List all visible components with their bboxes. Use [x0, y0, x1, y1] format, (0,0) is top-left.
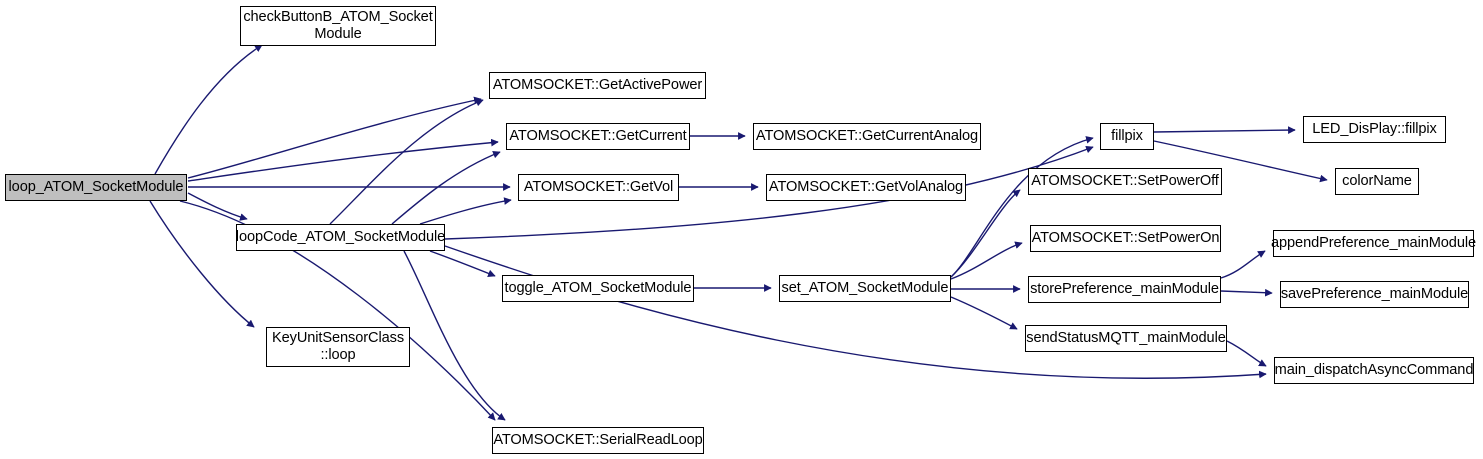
- node-loopCode[interactable]: loopCode_ATOM_SocketModule: [236, 224, 445, 251]
- node-getVol[interactable]: ATOMSOCKET::GetVol: [518, 174, 679, 201]
- node-serialReadLoop[interactable]: ATOMSOCKET::SerialReadLoop: [492, 427, 704, 454]
- node-getVolAnalog[interactable]: ATOMSOCKET::GetVolAnalog: [766, 174, 966, 201]
- edge-loopCode-to-getCurrent: [391, 151, 501, 225]
- edge-setModule-to-fillpix: [950, 136, 1094, 278]
- node-dispatchAsync[interactable]: main_dispatchAsyncCommand: [1274, 357, 1474, 384]
- edge-fillpix-to-ledFillpix: [1153, 126, 1296, 134]
- edge-loopCode-to-toggle: [429, 250, 496, 278]
- edge-loop-to-loopCode: [187, 192, 248, 221]
- node-storePreference[interactable]: storePreference_mainModule: [1028, 276, 1221, 303]
- node-savePref[interactable]: savePreference_mainModule: [1280, 281, 1469, 308]
- edge-loopCode-to-getVol: [419, 197, 512, 225]
- node-fillpix[interactable]: fillpix: [1100, 123, 1154, 150]
- node-checkButtonB[interactable]: checkButtonB_ATOM_Socket Module: [240, 6, 436, 46]
- edge-loopCode-to-getActivePower: [329, 98, 484, 225]
- node-setPowerOff[interactable]: ATOMSOCKET::SetPowerOff: [1028, 168, 1222, 195]
- edge-loopCode-to-dispatchAsync: [444, 245, 1267, 379]
- node-colorName[interactable]: colorName: [1335, 168, 1419, 195]
- edge-loopCode-to-serialReadLoop: [403, 250, 506, 421]
- node-appendPref[interactable]: appendPreference_mainModule: [1271, 230, 1476, 257]
- node-getCurrentAnalog[interactable]: ATOMSOCKET::GetCurrentAnalog: [753, 123, 981, 150]
- edge-loop-to-getCurrent: [187, 138, 499, 182]
- node-setPowerOn[interactable]: ATOMSOCKET::SetPowerOn: [1030, 225, 1221, 252]
- edge-loop-to-getActivePower: [187, 96, 482, 179]
- edge-storePreference-to-appendPref: [1220, 250, 1266, 279]
- node-setModule[interactable]: set_ATOM_SocketModule: [779, 275, 951, 302]
- edge-loop-to-checkButtonB: [154, 44, 263, 175]
- node-sendStatusMQTT[interactable]: sendStatusMQTT_mainModule: [1025, 325, 1227, 352]
- edge-setModule-to-setPowerOff: [950, 189, 1021, 278]
- node-getActivePower[interactable]: ATOMSOCKET::GetActivePower: [489, 72, 706, 99]
- edge-setModule-to-setPowerOn: [950, 241, 1023, 280]
- node-ledFillpix[interactable]: LED_DisPlay::fillpix: [1303, 116, 1446, 143]
- edge-setModule-to-sendStatusMQTT: [950, 296, 1018, 330]
- edge-sendStatusMQTT-to-dispatchAsync: [1226, 340, 1267, 367]
- node-keyUnitLoop[interactable]: KeyUnitSensorClass ::loop: [266, 327, 410, 367]
- edge-loop-to-keyUnitLoop: [149, 200, 255, 328]
- edge-storePreference-to-savePref: [1220, 288, 1273, 297]
- node-getCurrent[interactable]: ATOMSOCKET::GetCurrent: [506, 123, 690, 150]
- node-loop[interactable]: loop_ATOM_SocketModule: [5, 174, 187, 201]
- node-toggle[interactable]: toggle_ATOM_SocketModule: [502, 275, 694, 302]
